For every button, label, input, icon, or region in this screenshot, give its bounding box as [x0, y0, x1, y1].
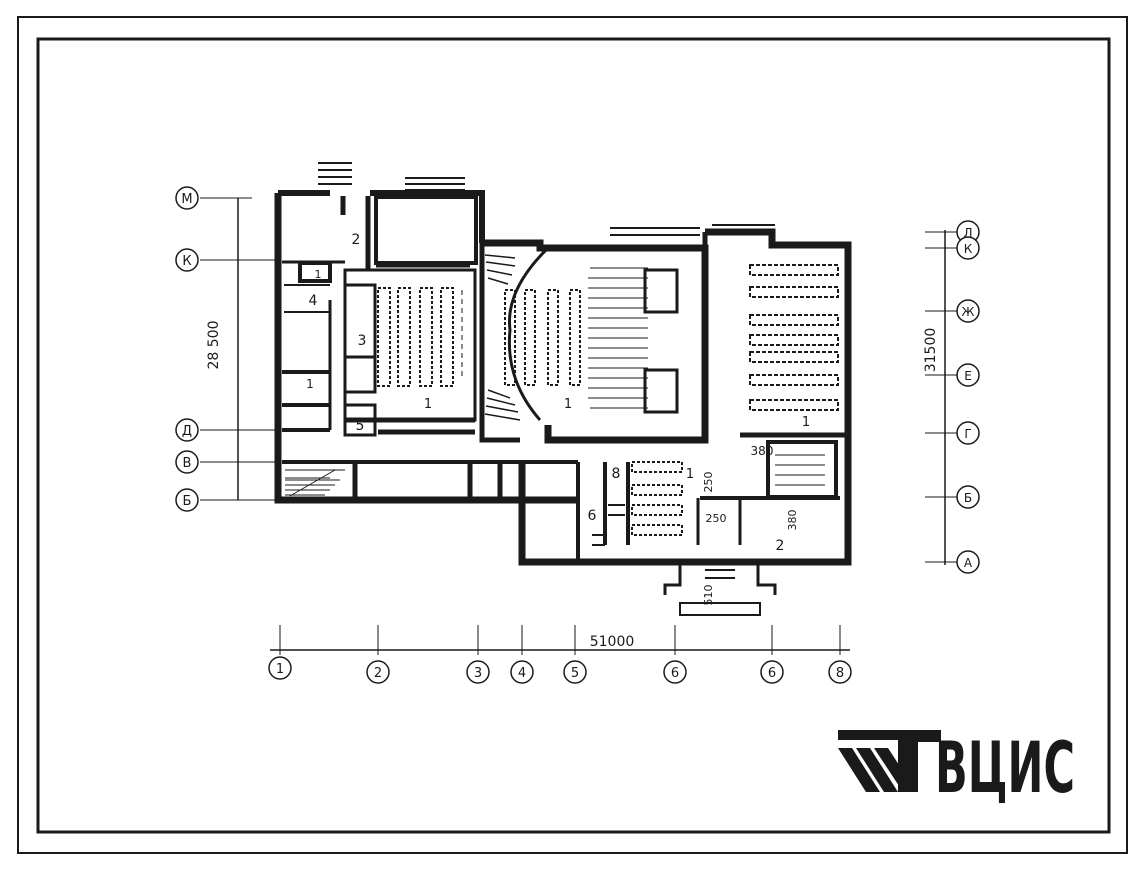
dimension-right-height: 31500 — [923, 328, 939, 373]
logo-emblem — [838, 730, 941, 792]
outer-frame — [17, 16, 1128, 854]
dimension-bottom-width: 51000 — [590, 634, 635, 650]
room-label: 4 — [309, 293, 318, 309]
axis-label-4: 4 — [518, 666, 526, 681]
entrance-porch — [663, 559, 777, 616]
axis-label-G: Г — [964, 427, 971, 441]
axis-label-6: 6 — [671, 666, 679, 681]
axis-label-5: 5 — [571, 666, 579, 681]
room-label: 1 — [686, 467, 694, 482]
room-top-left — [374, 195, 478, 265]
axis-label-E: Е — [964, 369, 972, 383]
room-label: 2 — [776, 538, 785, 554]
axis-label-1: 1 — [276, 662, 284, 677]
dimension-wall-c: 250 — [706, 512, 727, 525]
top-porches — [318, 162, 775, 236]
axis-label-M: М — [181, 192, 192, 207]
dimension-wall-d: 380 — [786, 510, 799, 531]
axis-label-K2: К — [964, 242, 973, 256]
axis-label-D: Д — [182, 424, 192, 439]
stair-right — [766, 440, 838, 499]
room-label: 8 — [612, 466, 621, 482]
stage-steps — [588, 267, 648, 409]
room-numbers: 1 1 1 1 2 2 3 4 5 6 8 1 1 — [306, 232, 810, 554]
room-label: 2 — [352, 232, 361, 248]
axis-label-B2: Б — [964, 491, 972, 505]
stair-bottom-left — [285, 469, 340, 497]
room-label: 1 — [564, 397, 572, 412]
dimension-wall-b: 250 — [702, 472, 715, 493]
left-wing-walls — [274, 193, 578, 504]
dimension-entry-depth: 510 — [702, 585, 715, 606]
seating-hall-3 — [749, 264, 839, 411]
axis-label-A: А — [964, 556, 973, 570]
seating-hall-4 — [631, 461, 683, 536]
vcis-logo: ВЦИС — [838, 727, 1075, 809]
axis-label-Zh: Ж — [962, 305, 975, 319]
dimension-wall-a: 380 — [751, 444, 774, 458]
room-label: 1 — [306, 377, 314, 391]
axis-label-2: 2 — [374, 666, 382, 681]
stair-center-top — [484, 254, 521, 421]
axis-label-3: 3 — [474, 666, 482, 681]
bottom-axis-markers: 1 2 3 4 5 6 6 8 — [268, 656, 852, 684]
room-label: 1 — [315, 268, 322, 281]
floor-plan — [274, 162, 852, 616]
axis-lines — [200, 197, 960, 655]
seating-hall-1 — [377, 287, 454, 387]
axis-label-8: 8 — [836, 666, 844, 681]
axis-label-7: 6 — [768, 666, 776, 681]
room-label: 6 — [588, 508, 597, 524]
left-axis-markers: М К Д В Б — [175, 186, 199, 512]
axis-label-L: Л — [963, 226, 972, 240]
dimension-left-height: 28 500 — [206, 321, 222, 370]
room-label: 5 — [356, 418, 365, 434]
seating-hall-2 — [504, 289, 581, 386]
room-label: 3 — [358, 333, 367, 349]
right-axis-markers: Л К Ж Е Г Б А — [956, 220, 980, 574]
right-wing-walls — [518, 228, 852, 566]
axis-label-K: К — [182, 254, 191, 269]
room-label: 1 — [424, 397, 432, 412]
axis-label-B: Б — [183, 494, 192, 509]
room-label: 1 — [802, 415, 810, 430]
inner-frame — [36, 37, 1111, 834]
logo-text: ВЦИС — [935, 727, 1075, 809]
axis-label-V: В — [183, 456, 192, 471]
